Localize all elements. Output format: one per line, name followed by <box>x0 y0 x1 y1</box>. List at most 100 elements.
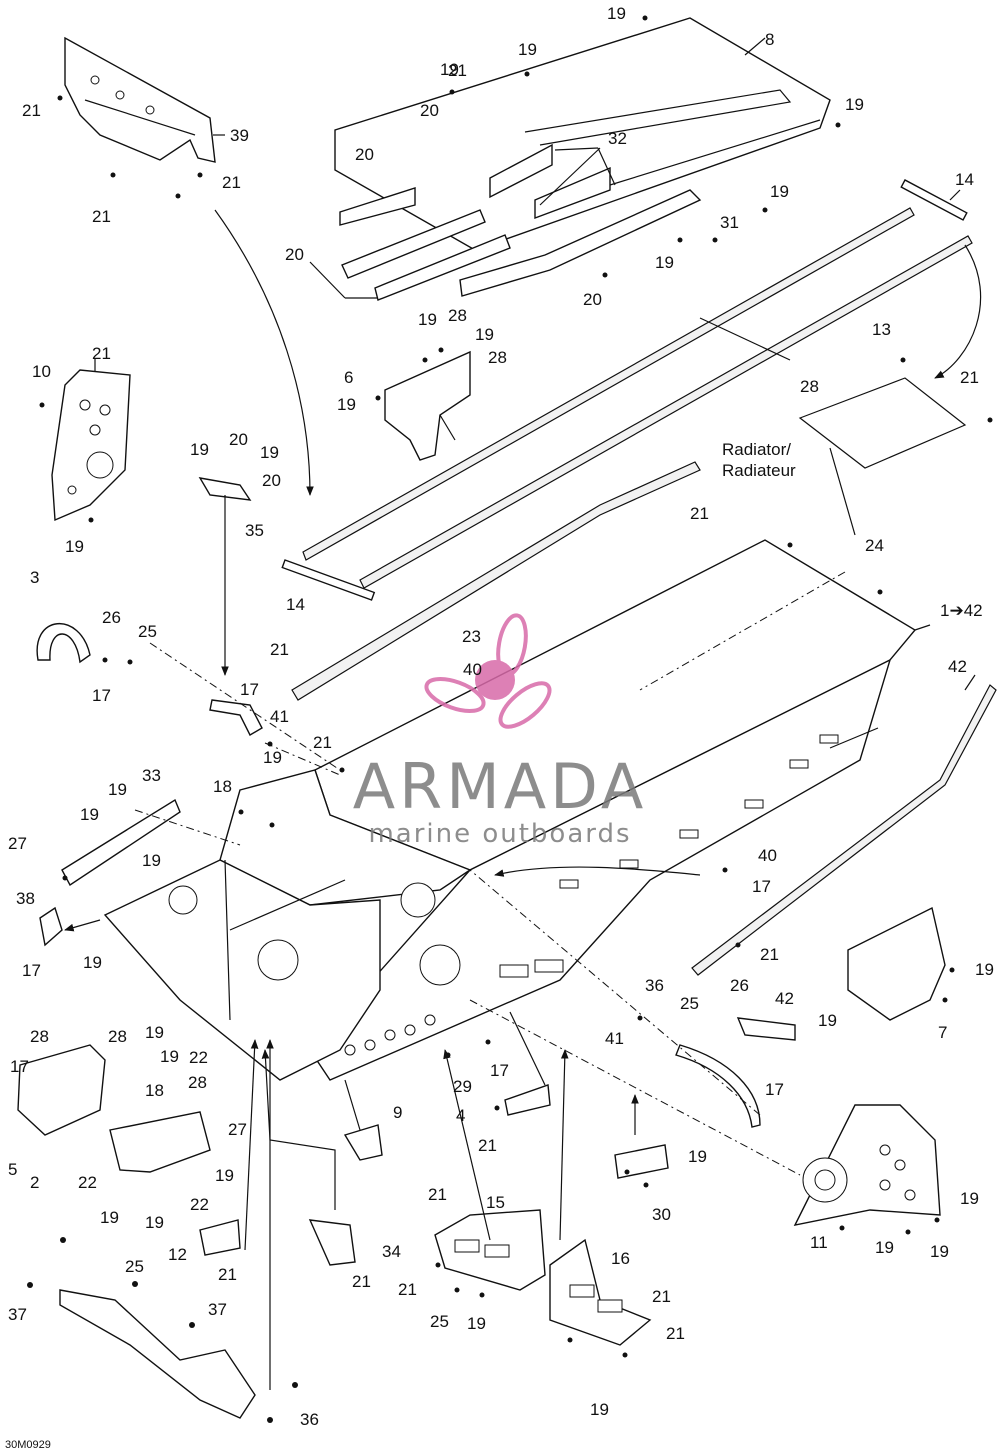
callout-number: 34 <box>382 1242 401 1261</box>
callout-number: 31 <box>720 213 739 232</box>
radiator-note-line1: Radiator/ <box>722 440 791 459</box>
part-plate-11 <box>793 1104 941 1226</box>
callout-number: 39 <box>230 126 249 145</box>
callout-number: 22 <box>190 1195 209 1214</box>
part-strip-14-right <box>900 179 968 221</box>
part-cover-8 <box>334 17 831 251</box>
callout-number: 37 <box>208 1300 227 1319</box>
callout-number: 15 <box>486 1193 505 1212</box>
callout-number: 19 <box>440 60 459 79</box>
callout-number: 19 <box>875 1238 894 1257</box>
callout-number: 19 <box>145 1023 164 1042</box>
callout-number: 16 <box>611 1249 630 1268</box>
callout-number: 41 <box>605 1029 624 1048</box>
callout-number: 19 <box>960 1189 979 1208</box>
callout-number: 21 <box>760 945 779 964</box>
callout-number: 38 <box>16 889 35 908</box>
drawing-code: 30M0929 <box>5 1439 51 1451</box>
callout-number: 21 <box>428 1185 447 1204</box>
parts-drawing <box>17 15 997 1423</box>
callout-number: 19 <box>590 1400 609 1419</box>
callout-number: 42 <box>948 657 967 676</box>
callout-number: 21 <box>218 1265 237 1284</box>
callout-number: 19 <box>518 40 537 59</box>
part-bar-4 <box>675 1044 761 1128</box>
callout-number: 21 <box>690 504 709 523</box>
part-bracket-7 <box>847 906 946 1021</box>
callout-number: 19 <box>190 440 209 459</box>
part-bracket-33 <box>61 798 181 887</box>
callout-number: 14 <box>955 170 974 189</box>
callout-number: 35 <box>245 521 264 540</box>
callout-number: 17 <box>92 686 111 705</box>
part-strip-14-left <box>281 559 376 601</box>
callout-number: 7 <box>938 1023 947 1042</box>
part-rail-24 <box>691 684 997 976</box>
callout-number: 28 <box>488 348 507 367</box>
watermark-tagline: marine outboards <box>368 819 631 849</box>
callout-number: 20 <box>355 145 374 164</box>
callout-number: 42 <box>775 989 794 1008</box>
part-bracket-2 <box>17 1044 106 1136</box>
callout-number: 25 <box>125 1257 144 1276</box>
watermark-brand: ARMADA <box>353 750 647 823</box>
callout-number: 20 <box>285 245 304 264</box>
watermark: ARMADA marine outboards <box>353 613 647 849</box>
callout-number: 19 <box>160 1047 179 1066</box>
callout-number: 2 <box>30 1173 39 1192</box>
callout-number: 36 <box>645 976 664 995</box>
callout-number: 19 <box>975 960 994 979</box>
callout-number: 21 <box>960 368 979 387</box>
callout-number: 19 <box>83 953 102 972</box>
callout-number: 17 <box>752 877 771 896</box>
callout-number: 19 <box>818 1011 837 1030</box>
callout-number: 25 <box>680 994 699 1013</box>
callout-number: 22 <box>78 1173 97 1192</box>
callout-number: 6 <box>344 368 353 387</box>
callout-number: 21 <box>652 1287 671 1306</box>
callout-number: 19 <box>418 310 437 329</box>
part-handle-41-left <box>209 699 263 736</box>
callout-number: 21 <box>478 1136 497 1155</box>
callout-number: 19 <box>100 1208 119 1227</box>
part-handle-41-right <box>736 1017 796 1041</box>
callout-number: 17 <box>240 680 259 699</box>
callout-number: 28 <box>108 1027 127 1046</box>
callout-number: 21 <box>92 344 111 363</box>
callout-number: 26 <box>102 608 121 627</box>
callout-number: 23 <box>462 627 481 646</box>
callout-number: 13 <box>872 320 891 339</box>
callout-number: 25 <box>430 1312 449 1331</box>
callout-number: 17 <box>10 1057 29 1076</box>
callout-number: 24 <box>865 536 884 555</box>
callout-number: 19 <box>770 182 789 201</box>
callout-number: 14 <box>286 595 305 614</box>
callout-number: 4 <box>456 1106 465 1125</box>
leader-lines <box>64 37 982 1390</box>
callout-number: 10 <box>32 362 51 381</box>
callout-number: 19 <box>467 1314 486 1333</box>
callout-number: 21 <box>666 1324 685 1343</box>
part-rail-23 <box>291 461 701 701</box>
callout-number: 27 <box>228 1120 247 1139</box>
callout-number: 19 <box>215 1166 234 1185</box>
callout-number: 17 <box>490 1061 509 1080</box>
callout-number: 21 <box>222 173 241 192</box>
callout-number: 20 <box>420 101 439 120</box>
callout-number: 17 <box>22 961 41 980</box>
part-bracket-12 <box>199 1219 241 1256</box>
range-label: 1➔42 <box>940 601 983 620</box>
callout-number: 19 <box>337 395 356 414</box>
callout-number: 19 <box>930 1242 949 1261</box>
callout-number: 36 <box>300 1410 319 1429</box>
callout-number: 28 <box>800 377 819 396</box>
callout-number: 19 <box>475 325 494 344</box>
part-loop-3 <box>36 623 91 664</box>
part-plate-10 <box>51 369 131 522</box>
callout-number: 20 <box>262 471 281 490</box>
part-bracket-16 <box>549 1238 652 1346</box>
part-bracket-39 <box>64 36 216 163</box>
callout-number: 19 <box>142 851 161 870</box>
callout-number: 19 <box>260 443 279 462</box>
